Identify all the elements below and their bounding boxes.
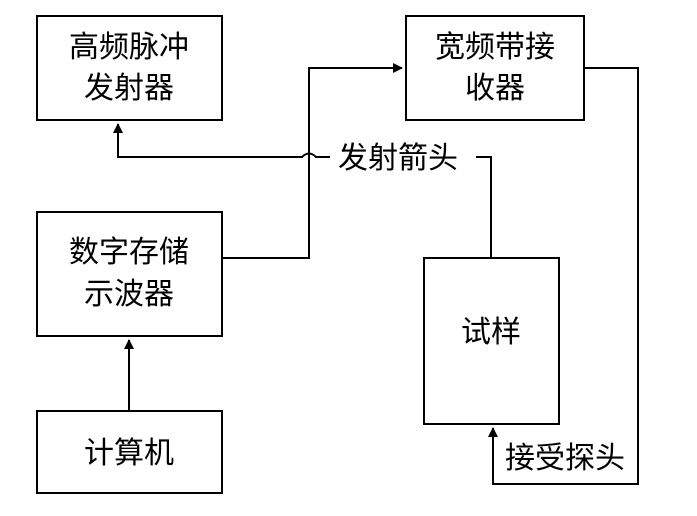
- transmit-probe-label: 发射箭头: [338, 141, 458, 176]
- pulser-label-line2: 发射器: [84, 71, 174, 106]
- transmit-probe-lead: [476, 156, 492, 258]
- scope-box: [36, 211, 223, 337]
- pulser-label-line1: 高频脉冲: [69, 30, 189, 65]
- receive-probe-label: 接受探头: [505, 441, 625, 476]
- computer-label: 计算机: [84, 436, 174, 471]
- scope-label-line2: 示波器: [84, 277, 174, 312]
- transmit-to-pulser-arrow: [113, 123, 330, 158]
- scope-to-receiver-arrow: [222, 63, 403, 259]
- specimen-label: 试样: [461, 315, 521, 350]
- pulser-box: [36, 15, 223, 121]
- pulser-block: 高频脉冲 发射器: [36, 15, 223, 121]
- specimen-block: 试样: [423, 257, 560, 425]
- computer-box: [36, 410, 223, 494]
- scope-block: 数字存储 示波器: [36, 211, 223, 337]
- scope-label-line1: 数字存储: [69, 235, 189, 270]
- receiver-label-line2: 收器: [465, 71, 525, 106]
- receiver-block: 宽频带接 收器: [405, 15, 585, 121]
- receiver-label-line1: 宽频带接: [435, 30, 555, 65]
- receiver-box: [405, 15, 585, 121]
- receiver-to-probe-arrow: [488, 67, 639, 485]
- computer-block: 计算机: [36, 410, 223, 494]
